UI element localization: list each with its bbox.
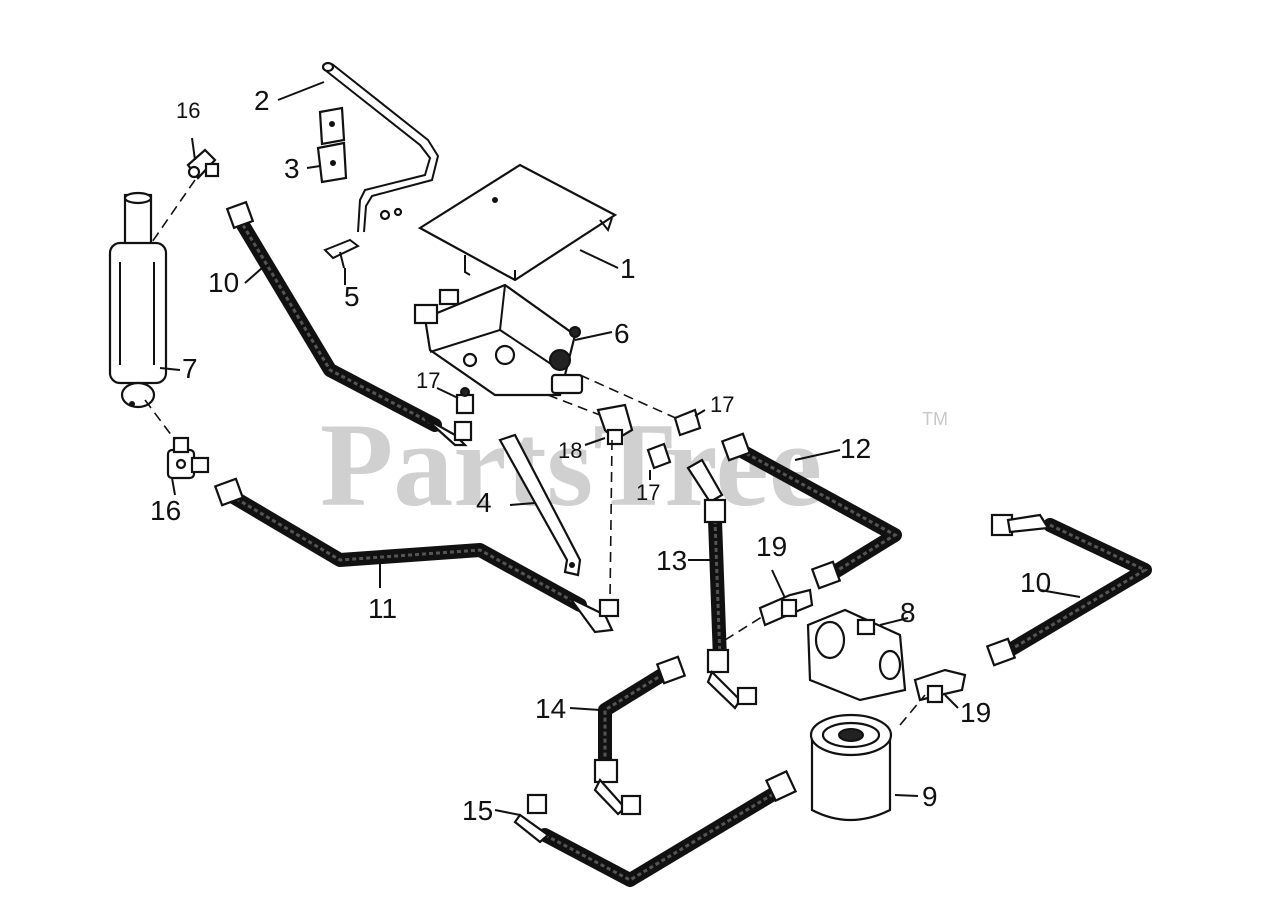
callout-3: 3 bbox=[284, 153, 300, 184]
callout-15: 15 bbox=[462, 795, 493, 826]
part-16-lower-elbow-fitting[interactable] bbox=[166, 436, 210, 480]
part-12-hose[interactable] bbox=[720, 432, 902, 590]
part-19-tee-upper[interactable] bbox=[758, 588, 814, 627]
callout-10-right: 10 bbox=[1020, 567, 1051, 598]
part-8-filter-head[interactable] bbox=[806, 608, 907, 702]
part-17-fitting-c[interactable] bbox=[646, 442, 672, 470]
part-16-upper-elbow-fitting[interactable] bbox=[186, 148, 220, 180]
part-9-oil-filter[interactable] bbox=[809, 713, 893, 822]
part-11-hose[interactable] bbox=[213, 477, 620, 634]
part-10-hose-right[interactable] bbox=[985, 513, 1152, 667]
callout-11: 11 bbox=[368, 593, 397, 624]
leader-lines bbox=[159, 81, 1081, 816]
callout-6: 6 bbox=[614, 318, 630, 349]
part-17-fitting-a[interactable] bbox=[455, 387, 475, 415]
callout-13: 13 bbox=[656, 545, 687, 576]
part-15-hose[interactable] bbox=[513, 769, 798, 887]
callouts: 1 2 3 4 5 6 7 8 9 10 10 11 12 13 14 15 1… bbox=[150, 85, 1051, 826]
part-6-control-valve[interactable] bbox=[413, 283, 584, 397]
watermark: PartsTree TM bbox=[320, 398, 948, 531]
part-19-tee-lower[interactable] bbox=[913, 668, 967, 704]
callout-9: 9 bbox=[922, 781, 938, 812]
callout-1: 1 bbox=[620, 253, 636, 284]
callout-14: 14 bbox=[535, 693, 566, 724]
part-2-control-rod[interactable] bbox=[321, 61, 440, 233]
callout-16-lower: 16 bbox=[150, 495, 181, 526]
callout-5: 5 bbox=[344, 281, 360, 312]
callout-17-lower: 17 bbox=[636, 480, 660, 505]
part-18-tee-fitting[interactable] bbox=[596, 403, 634, 446]
callout-19-upper: 19 bbox=[756, 531, 787, 562]
callout-16-upper: 16 bbox=[176, 98, 200, 123]
part-13-hose[interactable] bbox=[686, 458, 758, 710]
part-4-support-bracket[interactable] bbox=[498, 433, 582, 577]
callout-8: 8 bbox=[900, 597, 916, 628]
callout-17-right: 17 bbox=[710, 392, 734, 417]
callout-19-lower: 19 bbox=[960, 697, 991, 728]
part-17-fitting-b[interactable] bbox=[673, 408, 702, 437]
callout-7: 7 bbox=[182, 353, 198, 384]
part-14-hose[interactable] bbox=[593, 655, 687, 816]
watermark-text: PartsTree bbox=[320, 398, 822, 531]
connection-lines bbox=[144, 179, 926, 726]
callout-17-left: 17 bbox=[416, 368, 440, 393]
callout-2: 2 bbox=[254, 85, 270, 116]
callout-18: 18 bbox=[558, 438, 582, 463]
callout-10-left: 10 bbox=[208, 267, 239, 298]
part-10-hose-left[interactable] bbox=[225, 200, 473, 447]
part-5-clip-pin[interactable] bbox=[323, 207, 403, 269]
callout-4: 4 bbox=[476, 487, 492, 518]
callout-12: 12 bbox=[840, 433, 871, 464]
part-7-hydraulic-cylinder[interactable] bbox=[108, 191, 168, 409]
part-3-bracket[interactable] bbox=[316, 106, 348, 184]
part-1-cover-plate[interactable] bbox=[417, 163, 618, 282]
watermark-trademark: TM bbox=[922, 409, 948, 429]
